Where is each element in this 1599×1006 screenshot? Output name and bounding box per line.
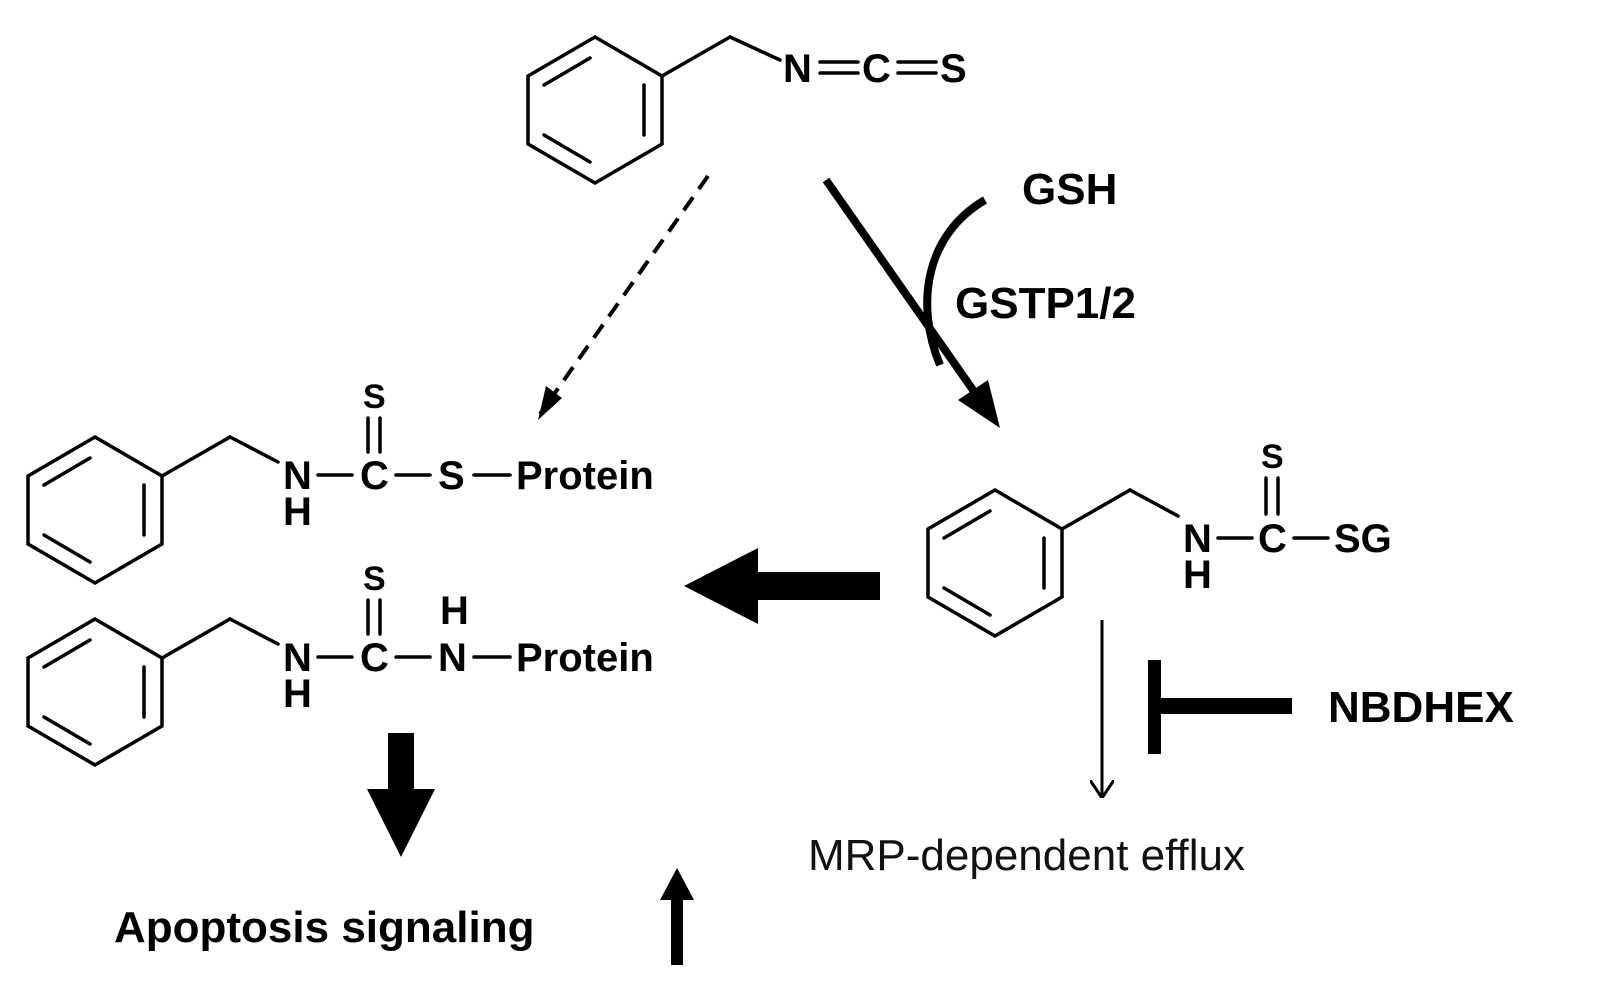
apoptosis-label: Apoptosis signaling [114,903,534,952]
thiourea-h2-atom: H [440,589,469,633]
dithiocarbamate-protein-adduct: N H C S S Protein [26,378,654,586]
bitc-molecule: N C S [526,34,967,186]
dtc-s-atom: S [438,454,465,498]
gsh-curved-arrow [923,196,988,367]
transfer-arrow [684,548,880,624]
nbdhex-inhibition-bar [1148,660,1292,754]
apoptosis-up-arrow [660,868,694,965]
gsh-conj-c-atom: C [1258,517,1287,561]
thiourea-c-atom: C [360,636,389,680]
dtc-protein-label: Protein [516,454,654,498]
gsh-conj-ch2-bond-2 [1128,488,1180,518]
gsh-conj-benzene-ring [926,487,1064,639]
thiourea-n2-atom: N [438,636,467,680]
dtc-benzene-ring [26,434,164,586]
gsh-conj-ch2-bond-1 [1060,488,1132,531]
dtc-h-atom: H [283,490,312,534]
bitc-benzene-ring [526,34,664,186]
dtc-n-atom: N [283,454,312,498]
bitc-ch2-bond-1 [660,35,732,78]
dtc-c-atom: C [360,454,389,498]
thiourea-s-top-atom: S [363,560,386,598]
apoptosis-down-arrow [367,733,435,857]
nbdhex-label: NBDHEX [1328,683,1514,732]
efflux-label: MRP-dependent efflux [808,831,1245,880]
gsh-conjugation-arrow [822,177,984,403]
gsh-conjugate-molecule: N H C S SG [926,438,1392,639]
thiourea-benzene-ring [26,616,164,768]
bitc-n-atom: N [783,47,812,91]
thiourea-h-atom: H [283,672,312,716]
gsh-conj-s-top-atom: S [1261,438,1284,476]
gsh-label: GSH [1022,165,1117,214]
thiourea-ch2-bond-1 [160,617,232,660]
gsh-conj-n-atom: N [1183,517,1212,561]
thiourea-protein-adduct: N H C S N H Protein [26,560,654,768]
thiourea-protein-label: Protein [516,636,654,680]
dashed-arrow-head [538,386,562,420]
thiourea-n-atom: N [283,636,312,680]
thiourea-ch2-bond-2 [228,617,280,646]
dtc-ch2-bond-1 [160,435,232,478]
gsh-conj-h-atom: H [1183,553,1212,597]
dtc-ch2-bond-2 [228,435,280,464]
bitc-c-atom: C [862,47,891,91]
bitc-s-atom: S [940,47,967,91]
dashed-arrow [538,174,710,416]
gsh-conj-sg-label: SG [1334,517,1392,561]
gstp-label: GSTP1/2 [955,279,1136,328]
gsh-conjugation-arrow-head [958,380,1000,428]
dtc-s-top-atom: S [363,378,386,416]
bitc-ch2-bond-2 [728,35,782,62]
